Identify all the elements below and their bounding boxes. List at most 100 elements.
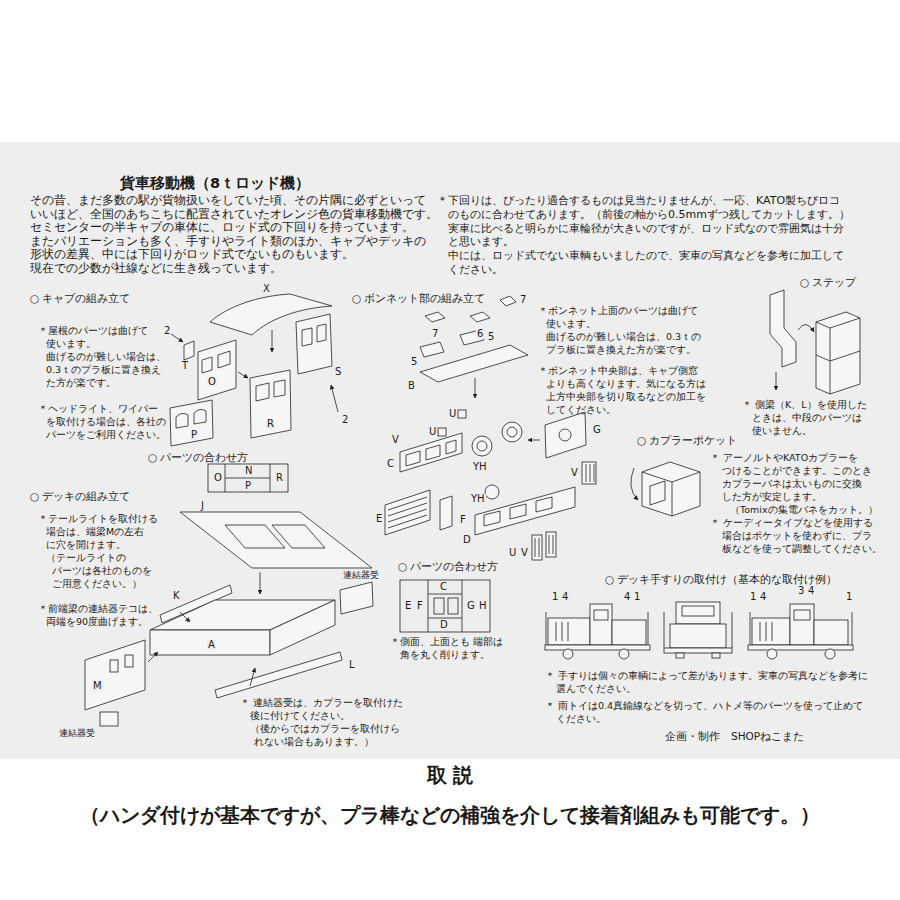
drawing-part — [171, 330, 338, 412]
note-text: 0.3ｔのプラ板に置き換え — [46, 365, 161, 376]
note-text: ＊前端梁の連結器テコは、 — [38, 604, 158, 615]
bonnet-drawing-line — [475, 487, 575, 535]
note-text: 曲げるのが難しい場合は、0.3ｔの — [546, 332, 701, 343]
part-letter: O — [213, 473, 223, 483]
bonnet-drawing-line — [406, 451, 420, 466]
handrail-locomotives-line — [612, 620, 646, 645]
deck-drawing-line — [150, 630, 270, 655]
note-text: た方が楽です。 — [46, 378, 116, 389]
bonnet-drawing-line — [425, 312, 445, 322]
bonnet-drawing-line — [438, 428, 446, 436]
part-letter: U — [508, 548, 517, 558]
note-text: よりも高くなります。気になる方は — [546, 379, 706, 390]
part-letter: H — [478, 601, 488, 611]
drawing-part-line — [549, 535, 550, 554]
note-text: パーツは各社のものを — [52, 566, 152, 577]
cab-drawing-line — [302, 328, 312, 346]
drawing-part-line — [760, 622, 761, 641]
cab-drawing-line — [176, 413, 188, 428]
handrail-locomotives-line — [748, 645, 853, 650]
part-letter: V — [570, 468, 579, 478]
note-text: つけることができます。このとき — [722, 466, 872, 477]
part-letter: 2 — [341, 415, 349, 425]
bonnet-drawing-line — [510, 504, 526, 519]
callout-number: 1 — [633, 592, 641, 602]
note-text: 使いません。 — [752, 426, 812, 437]
note-text: を取付ける場合は、各社の — [46, 417, 166, 428]
deck-drawing-line — [85, 640, 145, 710]
intro-text: その昔、まだ多数の駅が貨物扱いをしていた頃、その片隅に必ずといって — [30, 194, 426, 207]
cab-drawing-line — [194, 409, 206, 424]
parts-fit-box-line — [428, 618, 462, 619]
part-letter: F — [459, 515, 467, 525]
drawing-part-line — [562, 622, 563, 641]
part-letter: X — [262, 284, 271, 294]
note-text: ＊屋根のパーツは曲げて — [38, 326, 148, 337]
part-letter: 7 — [431, 329, 439, 339]
deck-drawing-line — [110, 660, 118, 672]
step-drawing — [770, 290, 860, 394]
note-text: してください。 — [546, 405, 616, 416]
handrail-locomotives-line — [767, 649, 777, 659]
drawing-part-line — [664, 612, 665, 648]
handrail-locomotives-line — [670, 624, 726, 648]
intro-text: ください。 — [448, 264, 503, 277]
note-text: ＊ 側梁（K、L）を使用した — [742, 400, 867, 411]
drawing-part-line — [528, 440, 540, 441]
handrail-locomotives-line — [712, 653, 720, 658]
callout-number: 4 — [561, 592, 569, 602]
bonnet-drawing-line — [500, 296, 516, 306]
intro-text: セミセンターの半キャブの車体に、ロッド式の下回りを持っています。 — [30, 221, 414, 234]
cab-drawing-line — [250, 370, 291, 438]
note-text: 使います。 — [546, 319, 596, 330]
handrail-locomotives-line — [676, 602, 720, 624]
note-text: プラ板に置き換えた方が楽です。 — [546, 345, 696, 356]
bonnet-drawing-line — [484, 511, 500, 526]
intro-text: 現在での少数が社線などに生き残っています。 — [30, 262, 282, 275]
intro-text: 実車に比べると明らかに車輪径が大きいのですが、ロッド式なので雰囲気は十分 — [448, 223, 844, 236]
deck-drawing-line — [270, 600, 335, 655]
part-letter: 5 — [410, 357, 418, 367]
drawing-part — [546, 612, 852, 648]
cab-drawing-line — [317, 324, 326, 342]
bonnet-drawing-line — [582, 462, 596, 484]
note-text: カプラーバネは太いものに交換 — [722, 479, 862, 490]
part-letter: 2 — [163, 326, 171, 336]
deck-drawing-line — [340, 582, 373, 614]
bonnet-drawing-line — [400, 433, 462, 472]
intro-text: のものに合わせてあります。（前後の軸から0.5mmずつ残してカットします。） — [448, 209, 850, 222]
caption-title: 取 説 — [427, 764, 474, 787]
handrail-locomotives-line — [752, 618, 790, 645]
handrail-locomotives-line — [563, 649, 573, 659]
note-text: ときは、中段のパーツは — [752, 413, 862, 424]
drawing-part-line — [238, 372, 248, 378]
note-text: 使います。 — [46, 339, 96, 350]
drawing-part-line — [539, 538, 540, 557]
note-text: 場合はポケットを使わずに、プラ — [722, 531, 872, 542]
part-letter: P — [244, 481, 252, 491]
part-letter: O — [207, 377, 217, 387]
deck-drawing-line — [125, 655, 133, 667]
drawing-part-line — [776, 372, 777, 390]
note-text: 角を丸く削ります。 — [400, 650, 490, 661]
bonnet-drawing-line — [485, 485, 499, 499]
handrail-locomotives-line — [590, 604, 612, 645]
callout-number: 4 — [623, 592, 631, 602]
callout-number: 4 — [759, 592, 767, 602]
drawing-part-line — [388, 515, 427, 528]
parts-fit-box-line — [428, 594, 462, 595]
deck-drawing-line — [215, 652, 342, 698]
note-text: ＊テールライトを取付ける — [38, 514, 158, 525]
bonnet-drawing-line — [426, 445, 440, 460]
drawing-part-line — [586, 464, 587, 482]
handrail-locomotives-line — [594, 610, 608, 620]
part-letter: E — [404, 601, 412, 611]
intro-text: 形状の差異、中には下回りがロッド式でないものもいます。 — [30, 248, 354, 261]
note-text: ＊ アーノルトやKATOカプラーを — [710, 453, 858, 464]
parts-fit-box-line — [208, 464, 288, 492]
note-text: ＊側面、上面とも 端部は — [390, 637, 503, 648]
part-letter: D — [439, 620, 449, 630]
bonnet-drawing-line — [559, 429, 571, 441]
drawing-part-line — [148, 652, 158, 662]
paper-sheet — [0, 142, 900, 759]
